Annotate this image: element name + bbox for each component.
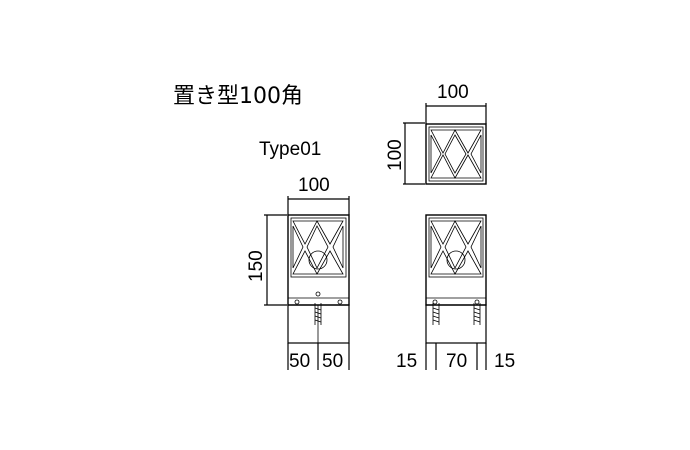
front-bottom-left-dim: 50	[289, 351, 310, 372]
side-bottom-center-dim: 70	[446, 351, 467, 372]
side-bottom-left-dim: 15	[396, 351, 417, 372]
side-bottom-right-dim: 15	[494, 351, 515, 372]
side-lattice	[430, 220, 482, 275]
front-height-dim: 150	[246, 250, 267, 282]
front-width-dim: 100	[298, 175, 330, 196]
front-lattice	[292, 220, 344, 275]
front-bottom-right-dim: 50	[322, 351, 343, 372]
side-view	[425, 214, 487, 370]
top-lattice	[430, 129, 482, 179]
side-anchor-bolt-left	[432, 303, 440, 325]
type-label: Type01	[259, 139, 321, 160]
top-width-dim: 100	[437, 82, 469, 103]
front-view	[264, 196, 350, 370]
top-view	[403, 103, 487, 185]
title-text: 置き型100角	[173, 84, 303, 109]
top-height-dim: 100	[385, 139, 406, 171]
side-anchor-bolt-right	[473, 303, 481, 325]
front-anchor-bolt	[314, 303, 322, 325]
